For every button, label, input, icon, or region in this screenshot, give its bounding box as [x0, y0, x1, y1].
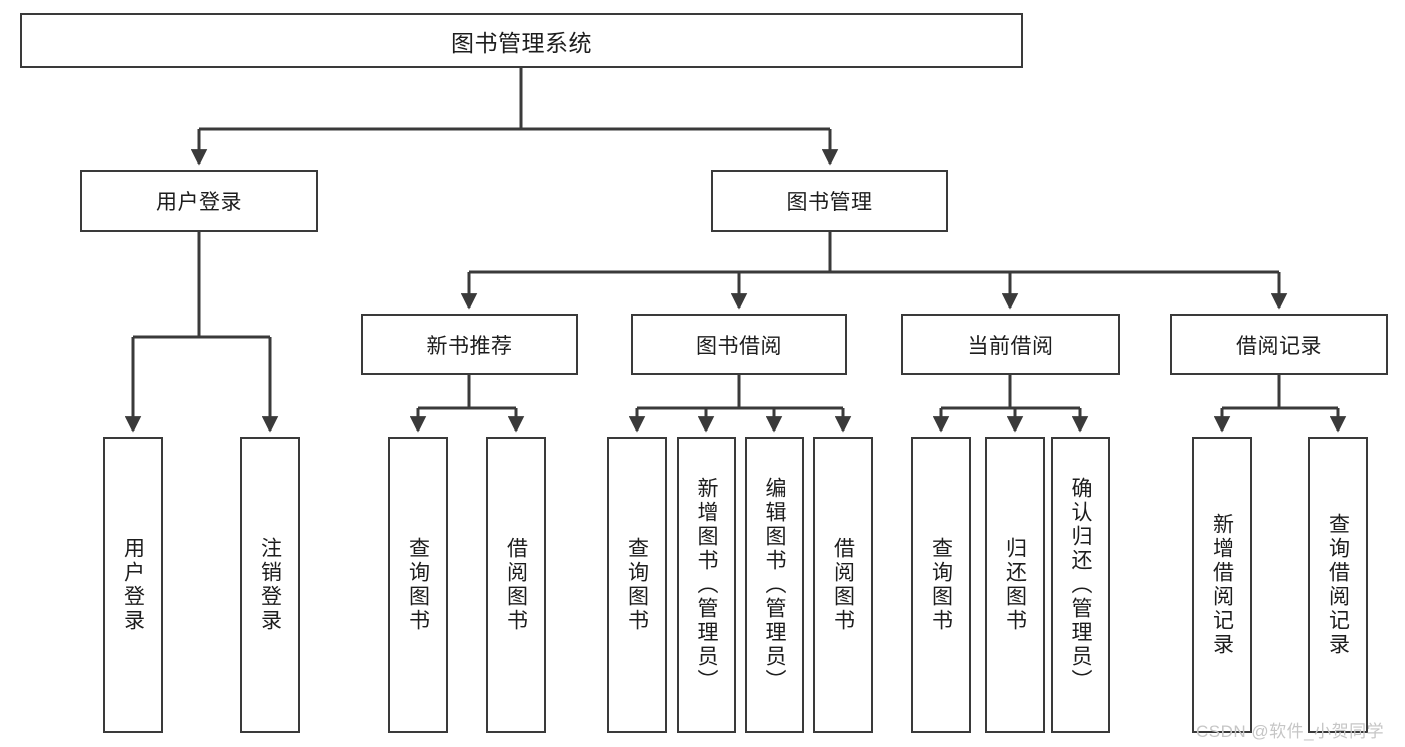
- node-leaf-user-login-label: 用户登录: [121, 537, 145, 633]
- node-leaf-current-confirm[interactable]: 确认归还（管理员）: [1051, 437, 1110, 733]
- node-leaf-current-query-label: 查询图书: [929, 537, 953, 633]
- node-leaf-user-logout-label: 注销登录: [258, 537, 282, 633]
- node-root-label: 图书管理系统: [451, 29, 592, 56]
- csdn-watermark-text: CSDN @软件_小贺同学: [1196, 722, 1385, 741]
- node-leaf-borrow-lend-label: 借阅图书: [831, 537, 855, 633]
- node-borrow-record[interactable]: 借阅记录: [1170, 314, 1388, 375]
- node-leaf-current-return-label: 归还图书: [1003, 537, 1027, 633]
- node-book-borrow-label: 图书借阅: [696, 334, 782, 358]
- node-book-manage[interactable]: 图书管理: [711, 170, 948, 232]
- node-leaf-borrow-edit-label: 编辑图书（管理员）: [763, 477, 786, 693]
- node-leaf-current-return[interactable]: 归还图书: [985, 437, 1045, 733]
- node-leaf-borrow-add[interactable]: 新增图书（管理员）: [677, 437, 736, 733]
- node-leaf-borrow-query[interactable]: 查询图书: [607, 437, 667, 733]
- node-current-borrow[interactable]: 当前借阅: [901, 314, 1120, 375]
- node-new-book-recommend[interactable]: 新书推荐: [361, 314, 578, 375]
- node-user-login[interactable]: 用户登录: [80, 170, 318, 232]
- csdn-watermark: CSDN @软件_小贺同学: [1196, 717, 1384, 742]
- node-leaf-borrow-edit[interactable]: 编辑图书（管理员）: [745, 437, 804, 733]
- node-leaf-borrow-query-label: 查询图书: [625, 537, 649, 633]
- node-root[interactable]: 图书管理系统: [20, 13, 1023, 68]
- node-book-borrow[interactable]: 图书借阅: [631, 314, 847, 375]
- node-leaf-user-login[interactable]: 用户登录: [103, 437, 163, 733]
- node-leaf-current-confirm-label: 确认归还（管理员）: [1069, 477, 1092, 693]
- node-borrow-record-label: 借阅记录: [1236, 334, 1322, 358]
- node-leaf-record-add[interactable]: 新增借阅记录: [1192, 437, 1252, 733]
- node-leaf-borrow-add-label: 新增图书（管理员）: [695, 477, 718, 693]
- node-leaf-recommend-query[interactable]: 查询图书: [388, 437, 448, 733]
- node-leaf-recommend-borrow-label: 借阅图书: [504, 537, 528, 633]
- node-leaf-current-query[interactable]: 查询图书: [911, 437, 971, 733]
- node-leaf-recommend-borrow[interactable]: 借阅图书: [486, 437, 546, 733]
- node-leaf-record-add-label: 新增借阅记录: [1210, 513, 1234, 657]
- node-leaf-recommend-query-label: 查询图书: [406, 537, 430, 633]
- node-book-manage-label: 图书管理: [786, 191, 873, 214]
- node-leaf-record-query[interactable]: 查询借阅记录: [1308, 437, 1368, 733]
- node-leaf-record-query-label: 查询借阅记录: [1326, 513, 1350, 657]
- node-new-book-recommend-label: 新书推荐: [426, 334, 513, 358]
- node-current-borrow-label: 当前借阅: [967, 334, 1054, 358]
- node-user-login-label: 用户登录: [156, 191, 242, 214]
- node-leaf-user-logout[interactable]: 注销登录: [240, 437, 300, 733]
- node-leaf-borrow-lend[interactable]: 借阅图书: [813, 437, 873, 733]
